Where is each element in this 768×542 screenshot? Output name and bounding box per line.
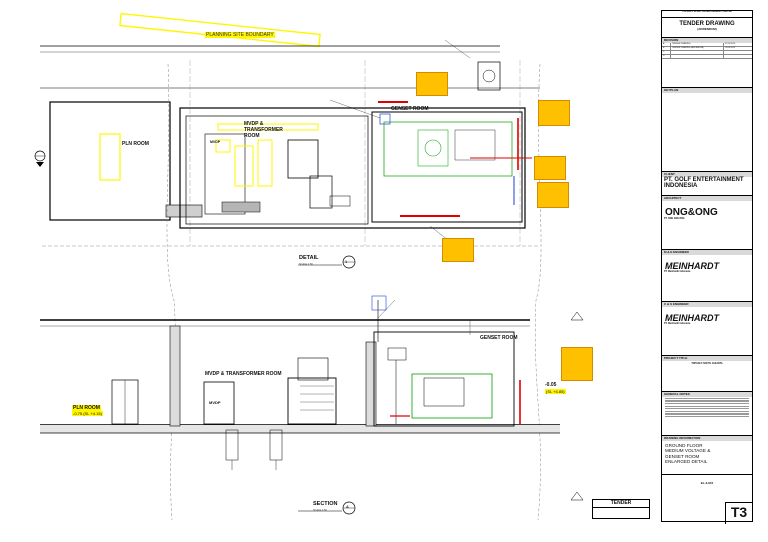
- tb-architect-head: ARCHITECT: [662, 196, 752, 201]
- rev-date: [724, 55, 746, 58]
- section-mvdp-label: MVDP: [209, 400, 221, 405]
- sheet-size: T3: [730, 504, 748, 520]
- tb-project-header-text: TOPGOLF SPORT ENTERTAINMENT CENTRE: [682, 11, 732, 13]
- tb-client: CLIENT PT. GOLF ENTERTAINMENT INDONESIA: [662, 171, 752, 195]
- revision-callout: [561, 347, 593, 381]
- mvdp-room-label: MVDP & TRANSFORMER ROOM: [244, 121, 283, 139]
- tb-drawing-type: TENDER DRAWING (ADDENDUM): [662, 17, 752, 37]
- rev-date: 22.03.2023: [725, 42, 736, 45]
- rev-desc: [671, 50, 724, 54]
- mvdp-room-line1: MVDP &: [244, 121, 264, 127]
- detail-tag-number: 1: [345, 259, 348, 264]
- plan-linework: [34, 12, 584, 521]
- revision-row: D: [662, 54, 752, 59]
- tender-stamp: TENDER: [592, 499, 650, 519]
- cs-name: PT. Meinhardt Indonesia: [664, 322, 691, 325]
- boundary-band: [119, 12, 321, 48]
- pln-room-label: PLN ROOM: [122, 141, 149, 147]
- tb-project-title-text: TOPGOLF SOUTH JAKARTA: [691, 362, 723, 365]
- drawing-title-line1: GROUND FLOOR: [665, 442, 703, 448]
- mvdp-room-line3: ROOM: [244, 133, 260, 139]
- rev-desc: [671, 54, 724, 58]
- revision-callout: [538, 100, 570, 126]
- section-tag-letter: A: [346, 504, 349, 509]
- section-pln-room-label: PLN ROOM: [72, 405, 101, 411]
- tb-keyplan-head: KEYPLAN: [662, 88, 752, 93]
- level-right-sub: (SL +4.85): [545, 389, 566, 394]
- revision-row: B TENDER DRAWING (ADDENDUM) 10.04.2023: [662, 46, 752, 51]
- tb-drawing-info: DRAWING INFORMATION GROUND FLOOR MEDIUM …: [662, 435, 752, 524]
- tb-project-title: PROJECT TITLE TOPGOLF SOUTH JAKARTA: [662, 355, 752, 391]
- revision-row: C: [662, 50, 752, 55]
- tb-drawing-title: GROUND FLOOR MEDIUM VOLTAGE & GENSET ROO…: [662, 441, 752, 465]
- boundary-label: PLANNING SITE BOUNDARY: [205, 32, 275, 38]
- mvdp-label: MVDP: [210, 140, 221, 144]
- drawing-title-line2: MEDIUM VOLTAGE &: [665, 448, 711, 453]
- rev-code: C: [662, 50, 671, 54]
- rev-date: 10.04.2023: [725, 46, 736, 49]
- tb-cs-head: C & S ENGINEER: [662, 302, 752, 307]
- detail-scale: SCALE 1:50: [299, 263, 313, 266]
- tb-mep: M & E ENGINEER MEINHARDT PT. Meinhardt I…: [662, 249, 752, 301]
- rev-desc: TENDER DRAWING (ADDENDUM): [671, 46, 724, 50]
- architect-name: PT. ONG AND ONG: [664, 217, 685, 220]
- level-right: -0.05: [545, 382, 557, 388]
- drawing-title-line4: ENLARGED DETAIL: [665, 459, 708, 464]
- tb-project-header: TOPGOLF SPORT ENTERTAINMENT CENTRE: [662, 11, 752, 17]
- tb-drawing-type-text: TENDER DRAWING: [679, 21, 735, 27]
- tb-client-name: PT. GOLF ENTERTAINMENT INDONESIA: [664, 176, 744, 189]
- drawing-title-line3: GENSET ROOM: [665, 453, 700, 459]
- tb-drawing-type-sub: (ADDENDUM): [697, 27, 717, 31]
- revision-callout: [442, 238, 474, 262]
- tb-project-title-head: PROJECT TITLE: [662, 356, 752, 361]
- rev-desc: TENDER DRAWING: [671, 42, 724, 46]
- section-genset-room-label: GENSET ROOM: [480, 335, 518, 341]
- revision-callout: [534, 156, 566, 180]
- level-left: -0.75 (SL +4.15): [72, 411, 103, 416]
- tb-revision-head: REVISION: [662, 38, 752, 43]
- section-scale: SCALE 1:50: [313, 509, 327, 512]
- tb-drawing-info-head: DRAWING INFORMATION: [662, 436, 752, 441]
- revision-callout: [416, 72, 448, 96]
- architect-logo: ONG&ONG: [665, 206, 718, 218]
- mvdp-room-line2: TRANSFORMER: [244, 127, 283, 133]
- mep-name: PT. Meinhardt Indonesia: [664, 270, 691, 273]
- tb-architect: ARCHITECT ONG&ONG PT. ONG AND ONG: [662, 195, 752, 249]
- cs-logo: MEINHARDT: [665, 312, 719, 323]
- tb-general-notes: GENERAL NOTES: [662, 391, 752, 435]
- rev-code: B: [662, 46, 671, 50]
- tb-mep-head: M & E ENGINEER: [662, 250, 752, 255]
- title-block: TOPGOLF SPORT ENTERTAINMENT CENTRE TENDE…: [661, 10, 753, 524]
- tb-client-head: CLIENT: [662, 172, 752, 177]
- tb-general-notes-head: GENERAL NOTES: [662, 392, 752, 397]
- rev-code: D: [662, 54, 671, 58]
- section-title: SECTION: [313, 501, 338, 507]
- drawing-area: PLANNING SITE BOUNDARY PLN ROOM MVDP & T…: [34, 12, 593, 521]
- revision-table: A TENDER DRAWING 22.03.2023 B TENDER DRA…: [662, 42, 752, 59]
- tb-revision: REVISION A TENDER DRAWING 22.03.2023 B T…: [662, 37, 752, 65]
- tb-sheet-size: T3: [725, 502, 752, 524]
- tb-cs: C & S ENGINEER MEINHARDT PT. Meinhardt I…: [662, 301, 752, 355]
- detail-title: DETAIL: [299, 255, 319, 261]
- rev-date: [724, 51, 746, 54]
- section-mvdp-room-label: MVDP & TRANSFORMER ROOM: [205, 371, 282, 377]
- drawing-number: EL-3-601: [700, 481, 714, 485]
- revision-callout: [537, 182, 569, 208]
- tb-keyplan: KEYPLAN: [662, 87, 752, 171]
- tb-drawing-number: EL-3-601: [662, 474, 752, 503]
- revision-row: A TENDER DRAWING 22.03.2023: [662, 42, 752, 47]
- tender-stamp-label: TENDER: [593, 500, 649, 508]
- mep-logo: MEINHARDT: [665, 260, 719, 271]
- rev-code: A: [662, 42, 671, 46]
- genset-room-label: GENSET ROOM: [391, 106, 429, 112]
